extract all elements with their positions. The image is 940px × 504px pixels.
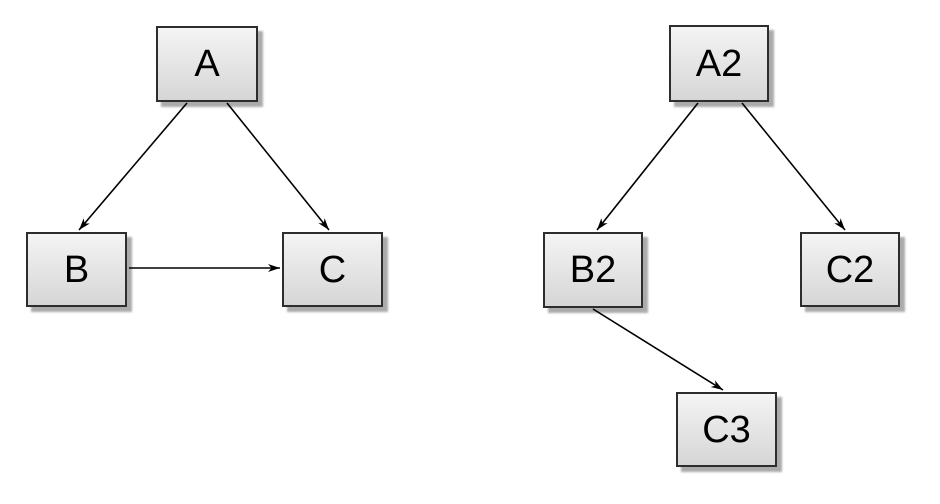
node-B[interactable]: B bbox=[26, 232, 127, 307]
node-C[interactable]: C bbox=[282, 232, 383, 307]
edge-A2-to-B2[interactable] bbox=[596, 102, 699, 231]
node-label-C2: C2 bbox=[825, 248, 875, 291]
edge-B2-to-C3[interactable] bbox=[592, 308, 724, 391]
node-label-A2: A2 bbox=[695, 42, 743, 85]
node-label-B: B bbox=[63, 248, 90, 291]
node-C3[interactable]: C3 bbox=[676, 392, 777, 467]
edge-A-to-C[interactable] bbox=[226, 102, 330, 231]
node-label-B2: B2 bbox=[569, 249, 617, 291]
node-C2[interactable]: C2 bbox=[800, 232, 900, 307]
node-label-C3: C3 bbox=[702, 408, 751, 451]
edge-A-to-B[interactable] bbox=[78, 102, 188, 231]
node-A2[interactable]: A2 bbox=[669, 25, 769, 102]
edge-A2-to-C2[interactable] bbox=[741, 102, 846, 231]
node-A[interactable]: A bbox=[156, 26, 258, 102]
node-label-A: A bbox=[194, 43, 220, 85]
node-B2[interactable]: B2 bbox=[543, 232, 643, 308]
node-label-C: C bbox=[318, 248, 347, 291]
